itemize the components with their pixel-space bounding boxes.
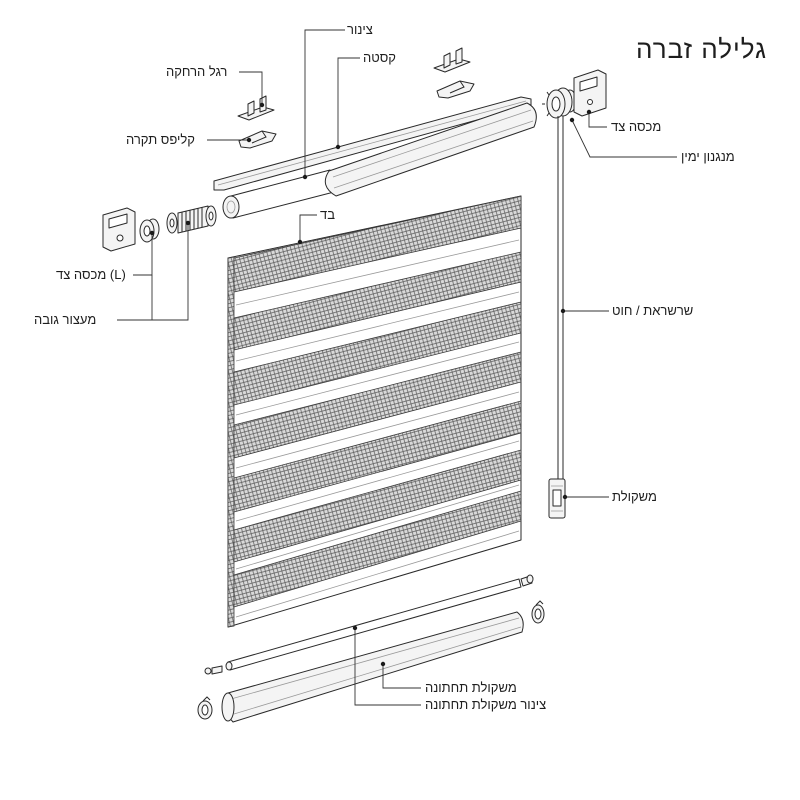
label-weight: משקולת — [612, 489, 657, 504]
fabric-sheer-band — [233, 195, 522, 293]
diagram-title: גלילה זברה — [636, 34, 767, 64]
fabric-sheer-band — [233, 351, 522, 459]
label-tube: צינור — [347, 22, 373, 37]
end-plug-right — [520, 574, 534, 587]
end-clip-right — [531, 600, 545, 624]
label-side-cover-right: מכסה צד — [611, 119, 662, 134]
label-right-mechanism: מנגנון ימין — [681, 149, 735, 164]
leader-height-stopper — [117, 220, 191, 321]
ceiling-clip-left — [238, 130, 277, 149]
end-plug-left — [204, 665, 223, 675]
fabric-edge-strip — [227, 256, 235, 628]
leader-chain-cord — [560, 308, 609, 314]
label-fabric: בד — [320, 207, 335, 222]
label-spacer-bracket: רגל הרחקה — [166, 64, 228, 79]
side-cover-left — [102, 207, 136, 252]
bottom-weight-rod — [225, 578, 522, 671]
label-ceiling-clip: קליפס תקרה — [126, 132, 195, 147]
leader-side-cover-right — [586, 109, 607, 128]
label-bottom-weight: משקולת תחתונה — [425, 680, 517, 695]
leader-weight — [562, 494, 609, 500]
leader-fabric — [297, 214, 317, 245]
spacer-bracket-right — [433, 47, 471, 73]
leader-spacer-bracket — [239, 71, 265, 108]
leader-tube — [302, 29, 345, 180]
spacer-bracket-left — [237, 95, 275, 121]
height-stopper — [166, 205, 217, 234]
label-side-cover-left: מכסה צד (L) — [56, 267, 126, 282]
label-chain-cord: שרשראת / חוט — [612, 303, 694, 318]
label-height-stopper: מעצור גובה — [34, 312, 97, 327]
cord-weight — [548, 478, 566, 519]
side-cover-right — [573, 69, 607, 117]
label-cassette: קסטה — [363, 50, 396, 65]
fabric-panel — [227, 195, 522, 628]
bottom-weight-profile — [221, 611, 524, 723]
fabric-sheer-band — [233, 301, 522, 406]
leader-cassette — [335, 57, 360, 150]
leader-ceiling-clip — [207, 137, 252, 143]
leader-right-mechanism — [569, 117, 677, 158]
right-mechanism — [542, 87, 577, 119]
fabric-sheer-band — [233, 400, 522, 513]
fabric-sheer-band — [233, 449, 522, 563]
cassette-cover — [324, 102, 537, 197]
end-cap-left — [139, 218, 160, 243]
fabric-sheer-band — [233, 490, 522, 608]
leader-bottom-weight-tube — [352, 625, 421, 706]
fabric-sheer-band — [233, 251, 522, 351]
label-bottom-weight-tube: צינור משקולת תחתונה — [425, 697, 547, 712]
leader-bottom-weight — [380, 661, 421, 689]
chain-cord — [557, 116, 564, 480]
end-clip-left — [197, 696, 213, 720]
ceiling-clip-right — [436, 80, 475, 99]
